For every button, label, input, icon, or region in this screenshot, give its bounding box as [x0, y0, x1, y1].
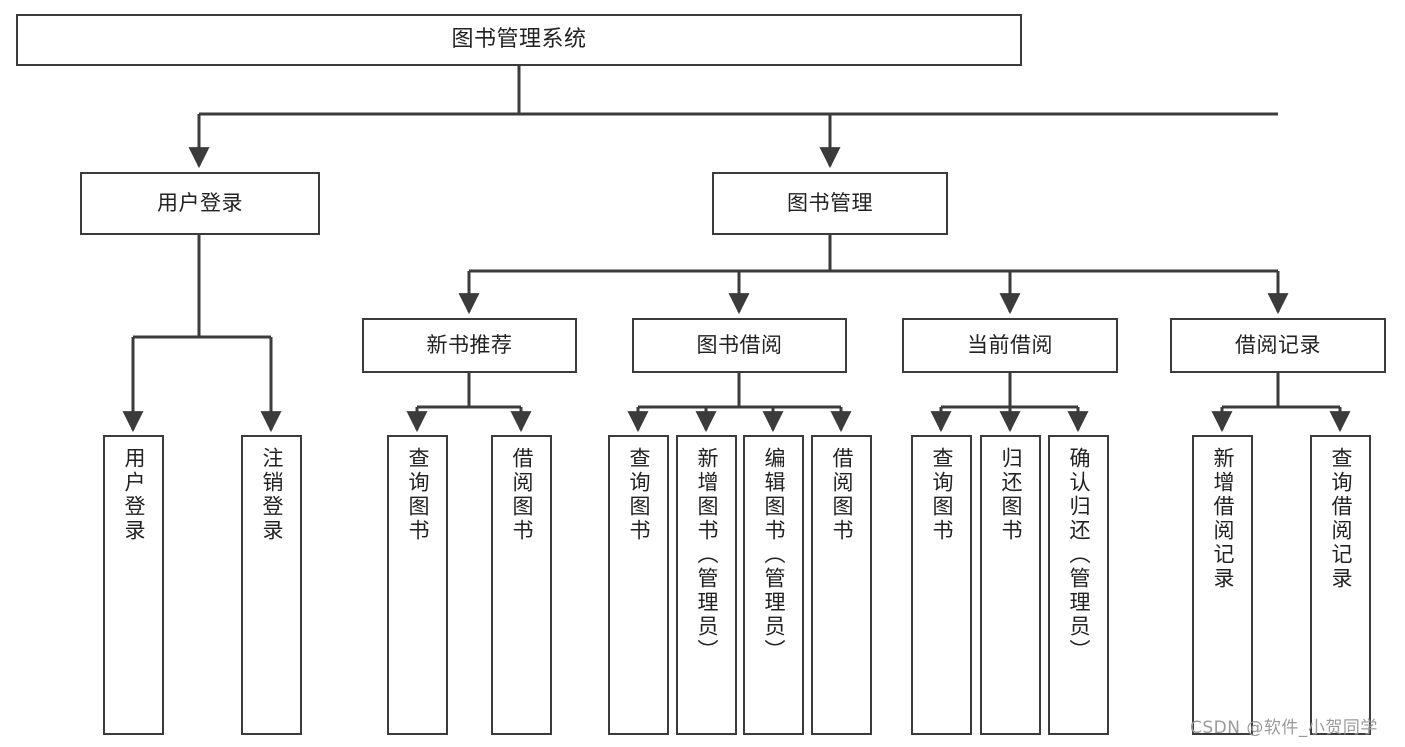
leaf-nb-query-book[interactable]: 查询图书	[387, 435, 448, 735]
node-current-borrow[interactable]: 当前借阅	[902, 318, 1118, 373]
node-new-book-recommend-label: 新书推荐	[426, 333, 513, 358]
leaf-br-query-record-label: 查询借阅记录	[1329, 447, 1353, 591]
leaf-cb-return-book[interactable]: 归还图书	[980, 435, 1041, 735]
leaf-cb-confirm-return-label: 确认归还（管理员）	[1067, 447, 1091, 663]
node-borrow-record-label: 借阅记录	[1235, 333, 1321, 358]
csdn-watermark: CSDN @软件_小贺同学	[1190, 718, 1378, 738]
leaf-bb-query-book-label: 查询图书	[627, 447, 651, 543]
node-book-borrow-label: 图书借阅	[696, 333, 783, 358]
leaf-cb-return-book-label: 归还图书	[999, 447, 1023, 543]
leaf-user-login-label: 用户登录	[122, 447, 146, 543]
leaf-bb-query-book[interactable]: 查询图书	[608, 435, 669, 735]
leaf-nb-query-book-label: 查询图书	[406, 447, 430, 543]
leaf-br-query-record[interactable]: 查询借阅记录	[1310, 435, 1371, 735]
node-current-borrow-label: 当前借阅	[967, 333, 1053, 358]
leaf-user-login[interactable]: 用户登录	[103, 435, 164, 735]
leaf-logout-label: 注销登录	[260, 447, 284, 543]
leaf-logout[interactable]: 注销登录	[241, 435, 302, 735]
leaf-bb-edit-book-label: 编辑图书（管理员）	[762, 447, 786, 663]
node-root[interactable]: 图书管理系统	[16, 14, 1022, 66]
node-book-borrow[interactable]: 图书借阅	[632, 318, 847, 373]
leaf-bb-edit-book[interactable]: 编辑图书（管理员）	[743, 435, 804, 735]
node-root-label: 图书管理系统	[451, 27, 587, 53]
leaf-bb-borrow-book-label: 借阅图书	[830, 447, 854, 543]
leaf-bb-add-book-label: 新增图书（管理员）	[695, 447, 719, 663]
node-new-book-recommend[interactable]: 新书推荐	[362, 318, 577, 373]
leaf-br-add-record[interactable]: 新增借阅记录	[1192, 435, 1253, 735]
node-user-login[interactable]: 用户登录	[80, 172, 320, 235]
node-borrow-record[interactable]: 借阅记录	[1170, 318, 1386, 373]
leaf-bb-add-book[interactable]: 新增图书（管理员）	[676, 435, 737, 735]
node-book-manage[interactable]: 图书管理	[712, 172, 948, 235]
leaf-cb-query-book-label: 查询图书	[930, 447, 954, 543]
leaf-cb-confirm-return[interactable]: 确认归还（管理员）	[1048, 435, 1109, 735]
leaf-nb-borrow-book-label: 借阅图书	[510, 447, 534, 543]
leaf-nb-borrow-book[interactable]: 借阅图书	[491, 435, 552, 735]
leaf-br-add-record-label: 新增借阅记录	[1211, 447, 1235, 591]
leaf-bb-borrow-book[interactable]: 借阅图书	[811, 435, 872, 735]
node-book-manage-label: 图书管理	[787, 191, 873, 216]
node-user-login-label: 用户登录	[157, 191, 243, 216]
leaf-cb-query-book[interactable]: 查询图书	[911, 435, 972, 735]
